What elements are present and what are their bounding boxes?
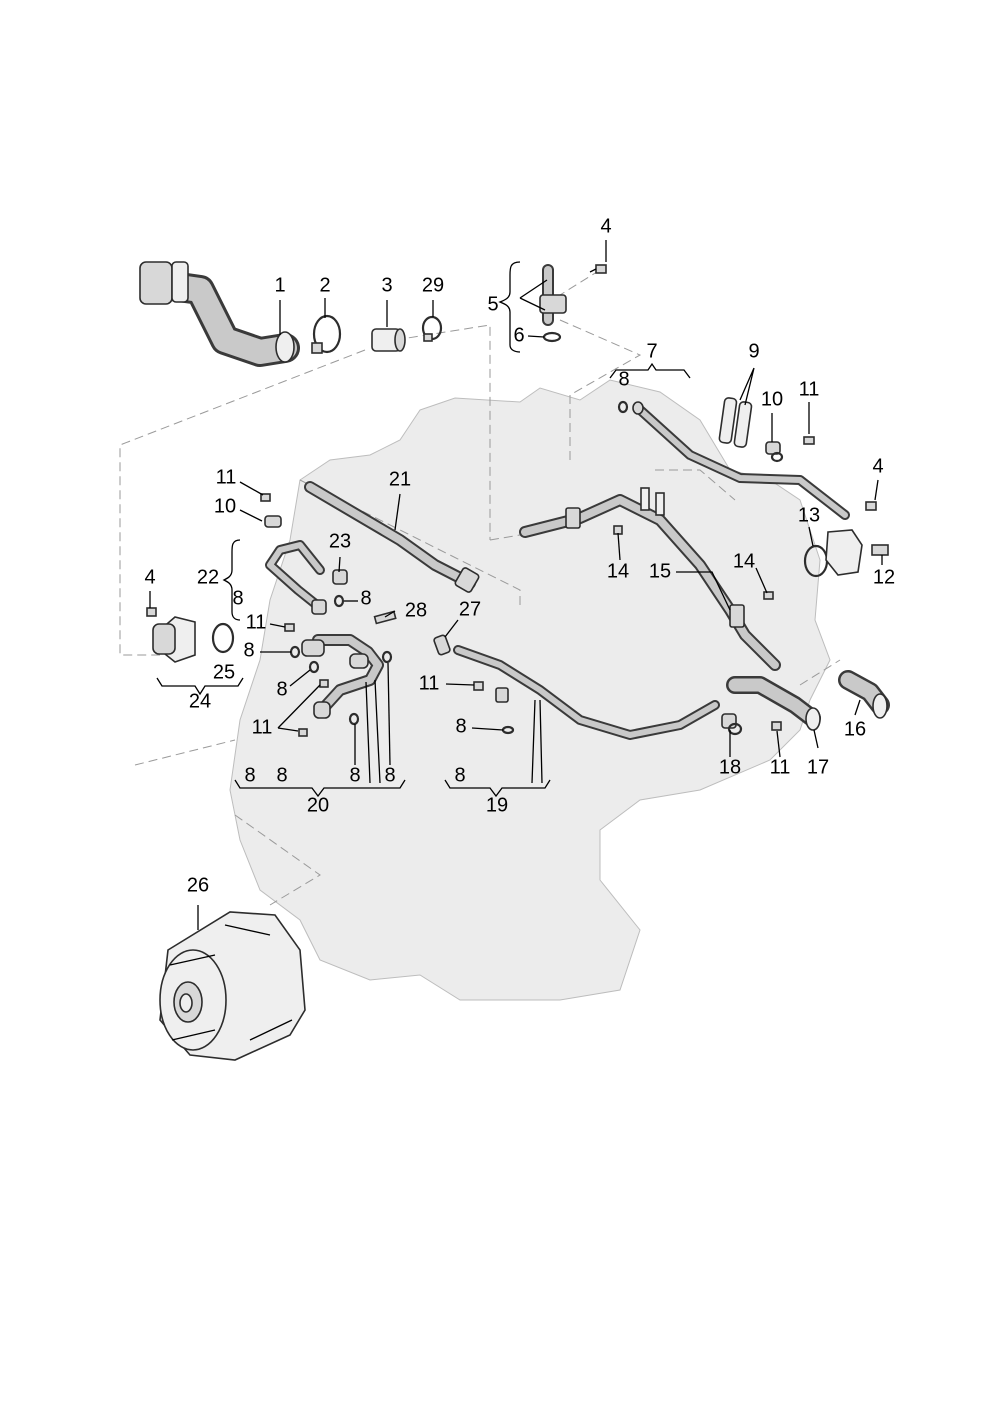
o-ring-part-8-20b bbox=[308, 660, 320, 674]
callout-8-20a: 8 bbox=[244, 764, 255, 786]
coolant-pipe-part-20 bbox=[301, 634, 384, 719]
clip-part-10-right bbox=[765, 441, 784, 463]
callout-8-19-group: 8 bbox=[454, 764, 465, 786]
bolt-part-11-lower-b bbox=[298, 728, 308, 737]
clip-part-10-left bbox=[264, 515, 282, 528]
callout-11-left: 11 bbox=[216, 466, 237, 488]
clip-part-27 bbox=[433, 634, 451, 656]
bolt-part-14-right bbox=[763, 591, 774, 600]
coolant-hose-part-1 bbox=[139, 261, 300, 367]
clip-part-23 bbox=[332, 569, 348, 585]
bolt-part-11-18 bbox=[771, 721, 782, 731]
callout-8-20-mid: 8 bbox=[276, 678, 287, 700]
o-ring-part-25 bbox=[211, 622, 235, 654]
bolt-part-4-top bbox=[589, 264, 607, 274]
bolt-part-14-left bbox=[613, 525, 623, 535]
callout-25: 25 bbox=[213, 661, 235, 683]
leader-lines bbox=[149, 240, 883, 930]
callout-14-left: 14 bbox=[607, 560, 629, 582]
o-ring-part-8-20d bbox=[348, 712, 360, 726]
o-ring-part-6 bbox=[542, 331, 562, 343]
bolt-part-11-lower-a bbox=[319, 679, 329, 688]
coolant-pipe-part-7 bbox=[632, 401, 850, 520]
callout-8-20c: 8 bbox=[349, 764, 360, 786]
callout-18: 18 bbox=[719, 756, 741, 778]
callout-6: 6 bbox=[513, 324, 524, 346]
flange-plate bbox=[825, 529, 863, 576]
o-ring-part-8-top bbox=[617, 400, 629, 414]
callout-11-18: 11 bbox=[770, 756, 791, 778]
callout-15: 15 bbox=[649, 560, 671, 582]
coolant-pipe-part-15 bbox=[519, 487, 781, 671]
callout-23: 23 bbox=[329, 530, 351, 552]
callout-8-top: 8 bbox=[618, 368, 629, 390]
group-braces bbox=[156, 261, 691, 798]
small-clamp-part-29 bbox=[421, 315, 443, 342]
hose-clamp-part-2 bbox=[311, 314, 342, 354]
callout-11-19: 11 bbox=[419, 672, 440, 694]
callout-24: 24 bbox=[189, 690, 211, 712]
callout-13: 13 bbox=[798, 504, 820, 526]
callout-29: 29 bbox=[422, 274, 444, 296]
callout-20: 20 bbox=[307, 794, 329, 816]
callout-1: 1 bbox=[274, 274, 285, 296]
callout-11-mid: 11 bbox=[246, 611, 267, 633]
callout-3: 3 bbox=[381, 274, 392, 296]
callout-21: 21 bbox=[389, 468, 411, 490]
callout-17: 17 bbox=[807, 756, 829, 778]
coolant-pipe-part-22 bbox=[265, 540, 327, 615]
clip-part-18 bbox=[721, 713, 743, 736]
callout-8-22: 8 bbox=[232, 587, 243, 609]
callout-8-19: 8 bbox=[455, 715, 466, 737]
callout-8-20b: 8 bbox=[276, 764, 287, 786]
callout-11-lower: 11 bbox=[252, 716, 273, 738]
callout-7: 7 bbox=[646, 340, 657, 362]
callout-9: 9 bbox=[748, 340, 759, 362]
callout-8-20d: 8 bbox=[384, 764, 395, 786]
callout-labels: 1 2 3 29 4 5 6 7 8 9 10 11 4 13 12 11 10… bbox=[144, 215, 895, 896]
coolant-hose-part-17 bbox=[726, 676, 821, 731]
callout-26: 26 bbox=[187, 874, 209, 896]
sleeves-part-9 bbox=[718, 397, 753, 448]
callout-4-left: 4 bbox=[144, 566, 155, 588]
connector-sleeve-part-3 bbox=[371, 328, 406, 352]
callout-10-left: 10 bbox=[214, 495, 236, 517]
o-ring-part-8-20c bbox=[381, 650, 393, 664]
coolant-flange-part-5 bbox=[539, 264, 567, 326]
callout-14-right: 14 bbox=[733, 550, 755, 572]
bolt-part-11-mid bbox=[284, 623, 295, 632]
callout-27: 27 bbox=[459, 598, 481, 620]
callout-22: 22 bbox=[197, 566, 219, 588]
coolant-pipe-part-19 bbox=[453, 645, 720, 740]
callout-8-20-left: 8 bbox=[243, 639, 254, 661]
callout-2: 2 bbox=[319, 274, 330, 296]
bolt-part-4-left bbox=[146, 607, 157, 617]
callout-19: 19 bbox=[486, 794, 508, 816]
bolt-part-11-right bbox=[803, 436, 815, 445]
callout-12: 12 bbox=[873, 566, 895, 588]
coolant-pipe-part-21 bbox=[304, 481, 480, 593]
sensor-part-12 bbox=[871, 544, 889, 556]
callout-8-23: 8 bbox=[360, 587, 371, 609]
callout-11-right: 11 bbox=[799, 378, 820, 400]
o-ring-part-8-23 bbox=[333, 594, 345, 608]
callout-4-right: 4 bbox=[872, 455, 883, 477]
bolt-part-4-right bbox=[865, 501, 877, 511]
coolant-hose-part-16 bbox=[838, 670, 890, 719]
callout-10-right: 10 bbox=[761, 388, 783, 410]
callout-5: 5 bbox=[487, 293, 498, 315]
bolt-part-11-19 bbox=[473, 681, 484, 691]
bolt-part-11-left bbox=[260, 493, 271, 502]
alternator-part-26 bbox=[159, 911, 306, 1061]
callout-16: 16 bbox=[844, 718, 866, 740]
callout-28: 28 bbox=[405, 599, 427, 621]
coolant-flange-part-24 bbox=[152, 616, 196, 663]
callout-4-top: 4 bbox=[600, 215, 611, 237]
